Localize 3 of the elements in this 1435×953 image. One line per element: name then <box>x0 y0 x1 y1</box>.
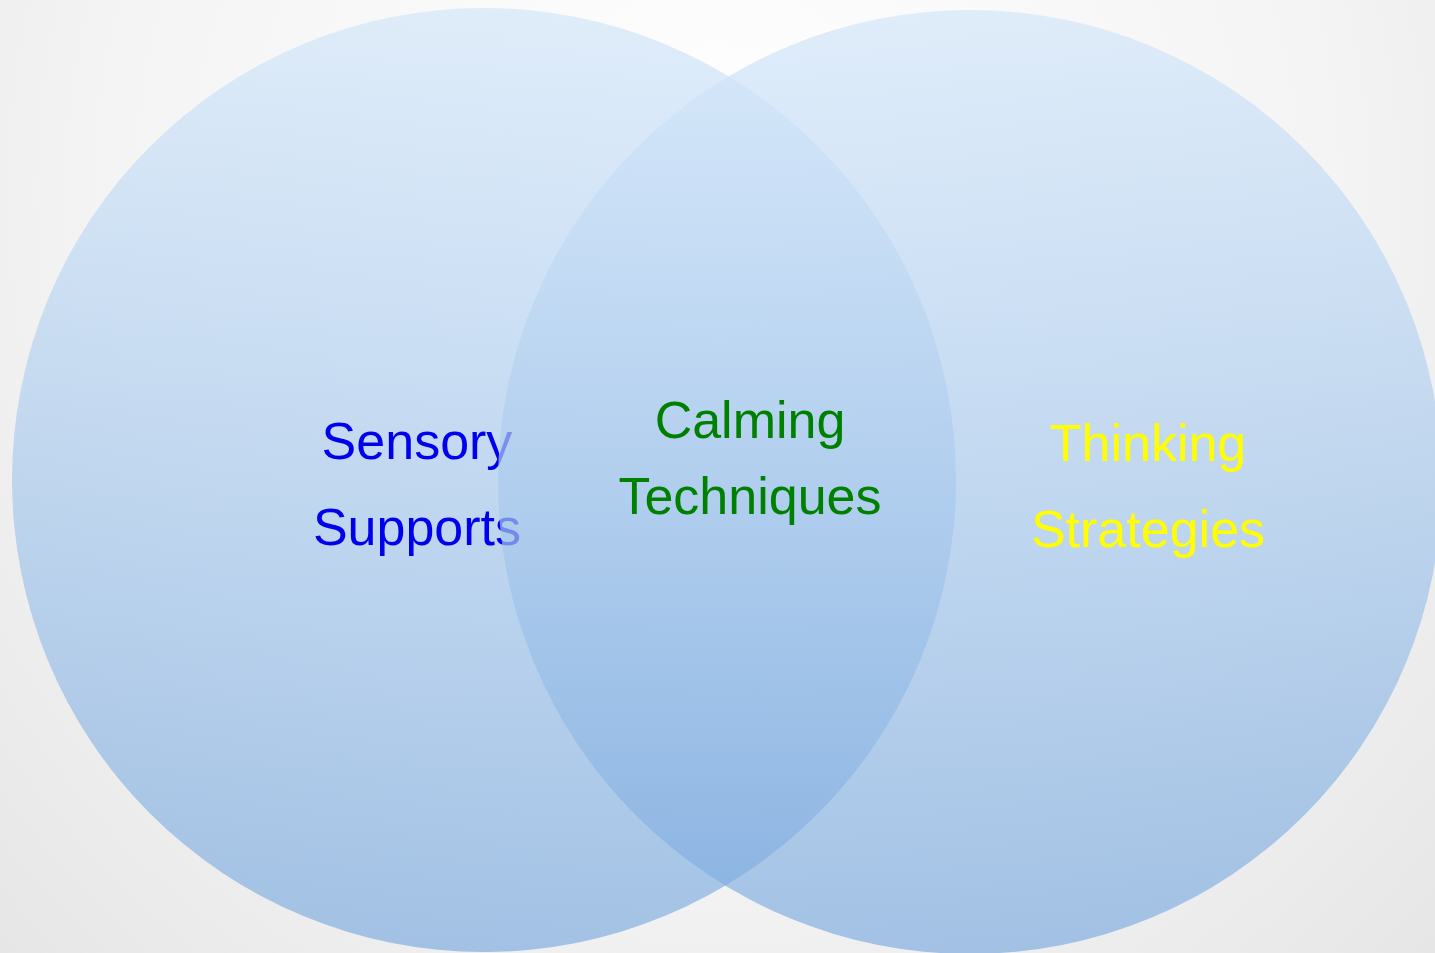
circle-label: Thinking Strategies <box>1029 413 1267 560</box>
circle-label: Sensory Supports <box>311 411 523 558</box>
overlap-label: Calming Techniques <box>617 390 883 527</box>
